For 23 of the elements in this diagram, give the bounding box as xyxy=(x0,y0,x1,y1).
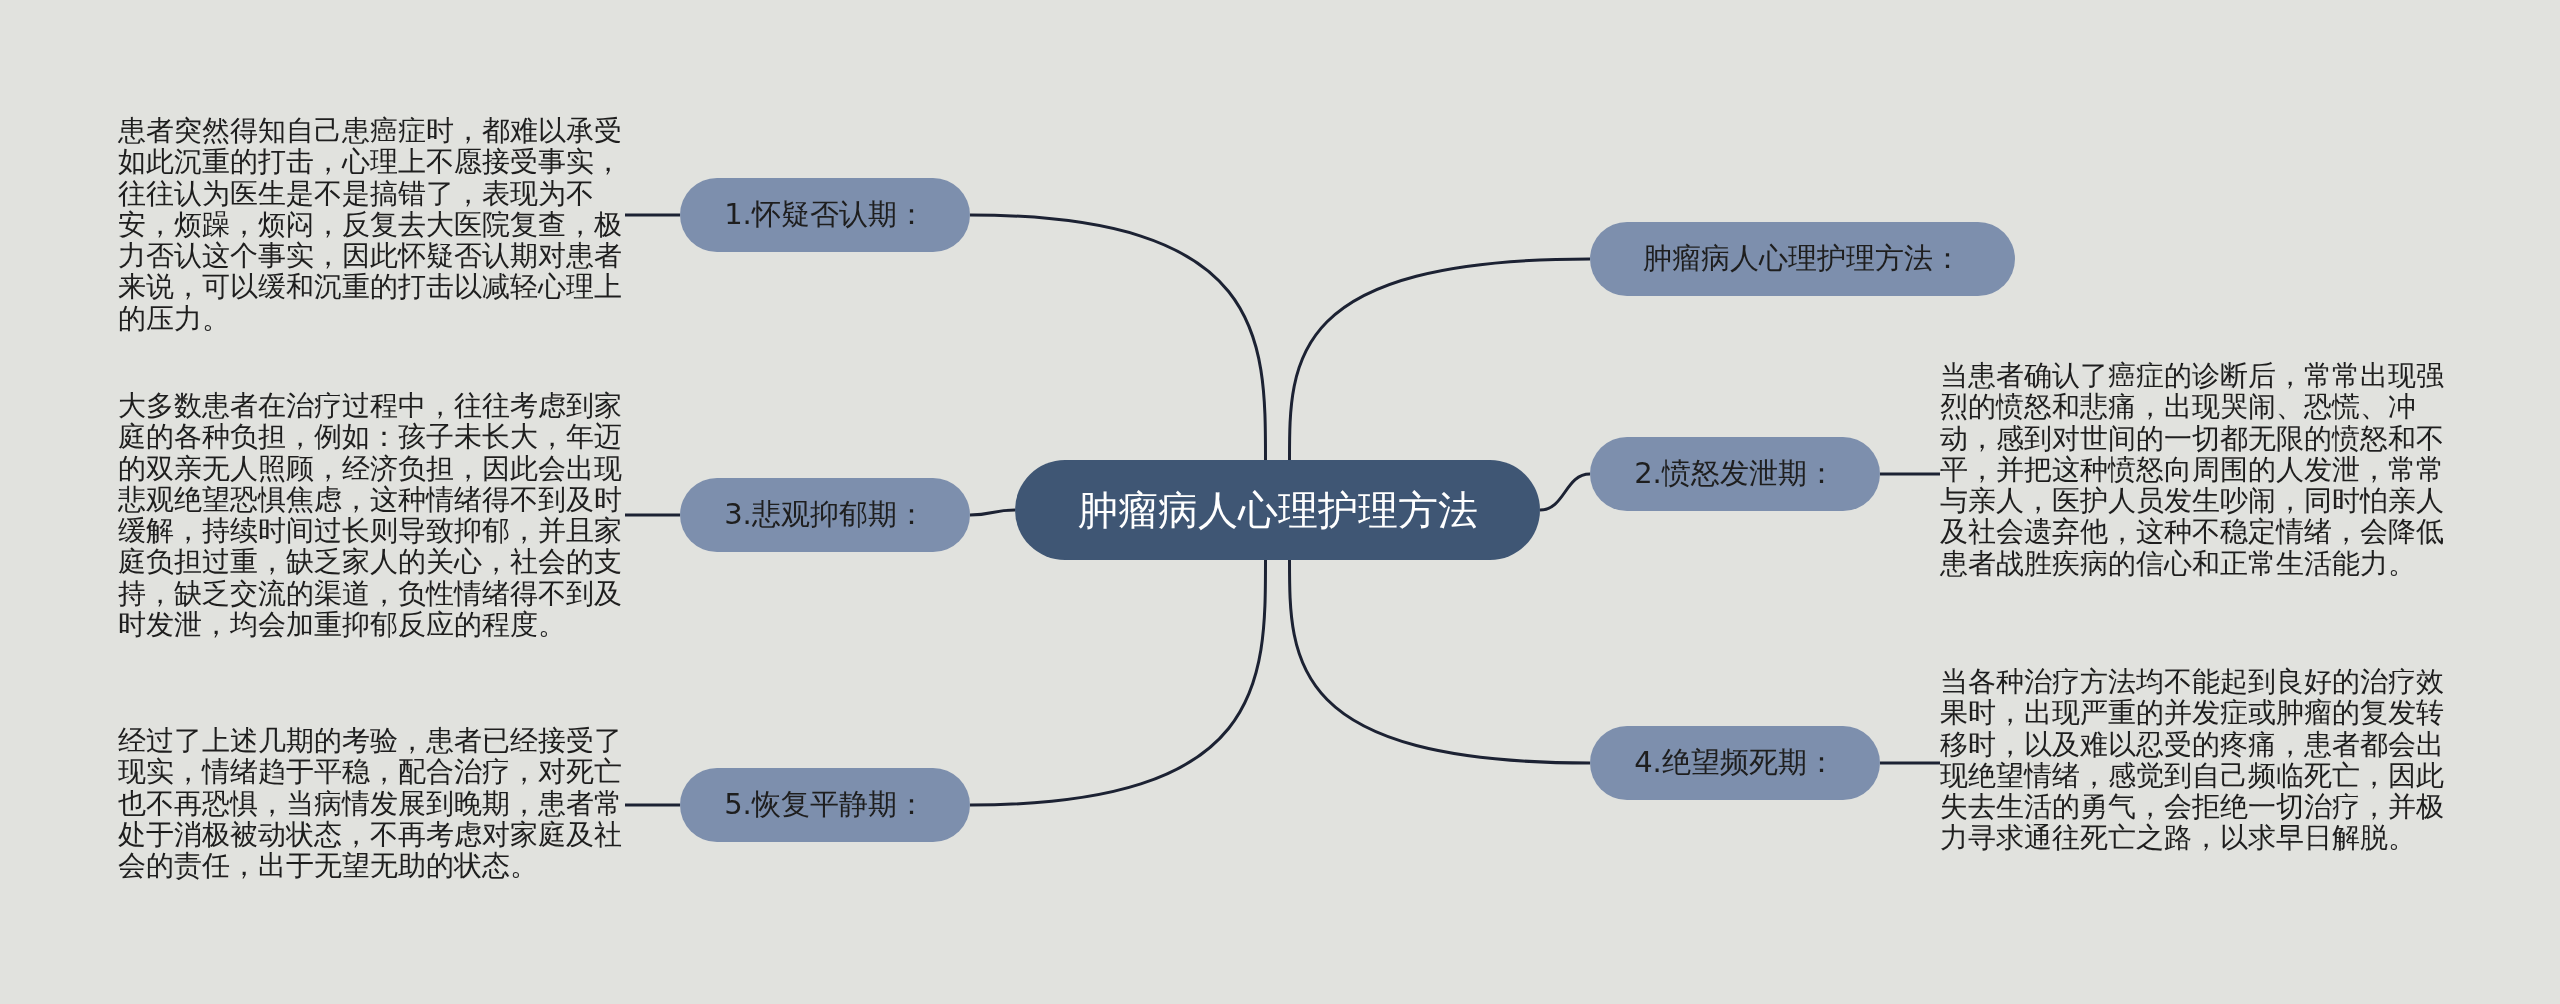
topic-pill: 1.怀疑否认期： xyxy=(680,178,970,252)
connector-line xyxy=(1288,257,1591,460)
central-topic: 肿瘤病人心理护理方法 xyxy=(1015,460,1540,560)
description-text: 当患者确认了癌症的诊断后，常常出现强烈的愤怒和悲痛，出现哭闹、恐慌、冲动，感到对世间的一切都无限的愤怒和不平，并把这种愤怒向周围的人发泄，常常与亲人，医护人员发生吵闹，同时怕亲人及社会遗弃他，这种不稳定情绪，会降低患者战胜疾病的信心和正常生活能力。 xyxy=(1940,360,2450,580)
topic-pill: 4.绝望频死期： xyxy=(1590,726,1880,800)
connector-line xyxy=(625,513,680,517)
connector-line xyxy=(1880,761,1940,765)
connector-line xyxy=(625,803,680,807)
topic-pill: 5.恢复平静期： xyxy=(680,768,970,842)
description-text: 当各种治疗方法均不能起到良好的治疗效果时，出现严重的并发症或肿瘤的复发转移时，以及难以忍受的疼痛，患者都会出现绝望情绪，感觉到自己频临死亡，因此失去生活的勇气，会拒绝一切治疗，并极力寻求通往死亡之路，以求早日解脱。 xyxy=(1940,666,2450,854)
connector-line xyxy=(969,560,1267,807)
description-text: 患者突然得知自己患癌症时，都难以承受如此沉重的打击，心理上不愿接受事实，往往认为医生是不是搞错了，表现为不安，烦躁，烦闷，反复去大医院复查，极力否认这个事实，因此怀疑否认期对患者来说，可以缓和沉重的打击以减轻心理上的压力。 xyxy=(118,115,625,335)
connector-line xyxy=(625,213,680,217)
connector-line xyxy=(969,508,1016,517)
connector-line xyxy=(1539,472,1591,512)
description-text: 大多数患者在治疗过程中，往往考虑到家庭的各种负担，例如：孩子未长大，年迈的双亲无人照顾，经济负担，因此会出现悲观绝望恐惧焦虑，这种情绪得不到及时缓解，持续时间过长则导致抑郁，并且家庭负担过重，缺乏家人的关心，社会的支持，缺乏交流的渠道，负性情绪得不到及时发泄，均会加重抑郁反应的程度。 xyxy=(118,390,625,641)
topic-pill: 2.愤怒发泄期： xyxy=(1590,437,1880,511)
description-text: 经过了上述几期的考验，患者已经接受了现实，情绪趋于平稳，配合治疗，对死亡也不再恐惧，当病情发展到晚期，患者常处于消极被动状态，不再考虑对家庭及社会的责任，出于无望无助的状态。 xyxy=(118,725,625,882)
connector-line xyxy=(1880,472,1940,476)
connector-line xyxy=(1288,560,1591,765)
topic-pill: 肿瘤病人心理护理方法： xyxy=(1590,222,2015,296)
connector-line xyxy=(969,213,1267,460)
topic-pill: 3.悲观抑郁期： xyxy=(680,478,970,552)
